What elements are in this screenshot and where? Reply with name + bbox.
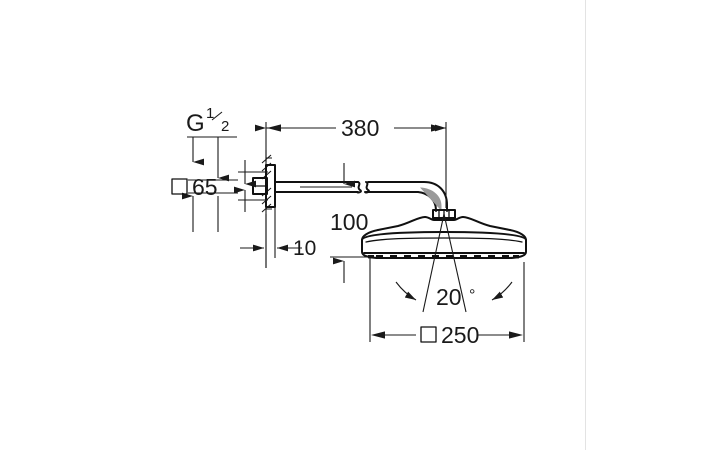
label-wall-offset-10: 10 [293, 237, 316, 260]
dim-arm-380 [255, 122, 447, 208]
label-flange-65: 65 [192, 174, 218, 200]
wall-flange [252, 164, 276, 208]
label-spray-angle: 20 [436, 284, 462, 310]
label-thread-numerator: 1 [206, 105, 214, 122]
spray-angle-indicator [395, 213, 513, 313]
dim-head-250 [369, 258, 525, 343]
label-head-250: 250 [441, 322, 479, 348]
label-drop-100: 100 [330, 209, 368, 235]
spray-nozzles [368, 255, 519, 259]
shower-head [361, 209, 527, 259]
label-thread-denominator: 2 [221, 118, 229, 135]
label-arm-380: 380 [341, 115, 379, 141]
dimension-labels: G 1 2 65 380 10 100 20 ° 250 [186, 105, 479, 348]
shower-arm [274, 181, 448, 212]
dim-wall-offset-10 [240, 200, 302, 268]
dim-drop-100 [300, 163, 368, 283]
dim-flange-65 [171, 160, 268, 232]
dim-thread-g-half [187, 136, 237, 182]
panel-separator [585, 0, 586, 450]
label-thread-g: G [186, 110, 205, 137]
label-spray-angle-unit: ° [469, 287, 475, 304]
